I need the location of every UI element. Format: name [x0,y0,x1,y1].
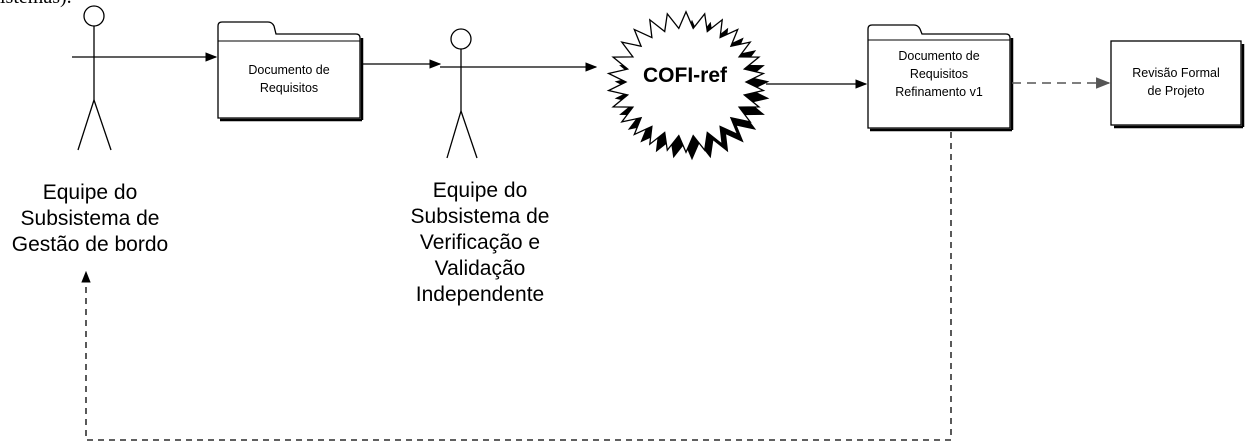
actor-gestao-line-2: Subsistema de [20,207,160,230]
document-requisitos-shape [217,21,364,122]
clipped-header-text: istemas). [0,0,72,9]
document-refinamento-line-3: Refinamento v1 [895,85,983,99]
cofi-ref-starburst [606,10,770,161]
actor-vv-line-2: Subsistema de [410,205,550,228]
actor-vv-line-1: Equipe do [432,179,528,202]
document-requisitos-line-2: Requisitos [259,81,319,95]
feedback-dashed-loop [81,132,952,441]
review-box-shape [1110,40,1245,129]
document-refinamento-label: Documento de Requisitos Refinamento v1 [868,47,1010,101]
actor-vv-figure [446,28,478,159]
review-label: Revisão Formal de Projeto [1111,64,1241,100]
actor-gestao-label: Equipe do Subsistema de Gestão de bordo [0,180,180,258]
document-refinamento-line-2: Requisitos [909,67,969,81]
starburst-outline [606,10,766,154]
actor-gestao-line-1: Equipe do [42,181,138,204]
actor-vv-line-5: Independente [415,283,545,306]
cofi-ref-label: COFI-ref [643,64,727,87]
document-refinamento-shape [867,24,1014,132]
actor-vv-line-4: Validação [434,257,526,280]
document-requisitos-line-1: Documento de [248,63,330,77]
document-requisitos-label: Documento de Requisitos [218,61,360,97]
actor-gestao-figure [77,5,112,151]
review-line-1: Revisão Formal [1132,66,1220,80]
actor-gestao-line-3: Gestão de bordo [11,233,169,256]
actor-vv-line-3: Verificação e [419,231,541,254]
document-refinamento-line-1: Documento de [898,49,980,63]
review-line-2: de Projeto [1147,84,1205,98]
connectors [72,52,1111,441]
actor-vv-label: Equipe do Subsistema de Verificação e Va… [390,178,570,308]
